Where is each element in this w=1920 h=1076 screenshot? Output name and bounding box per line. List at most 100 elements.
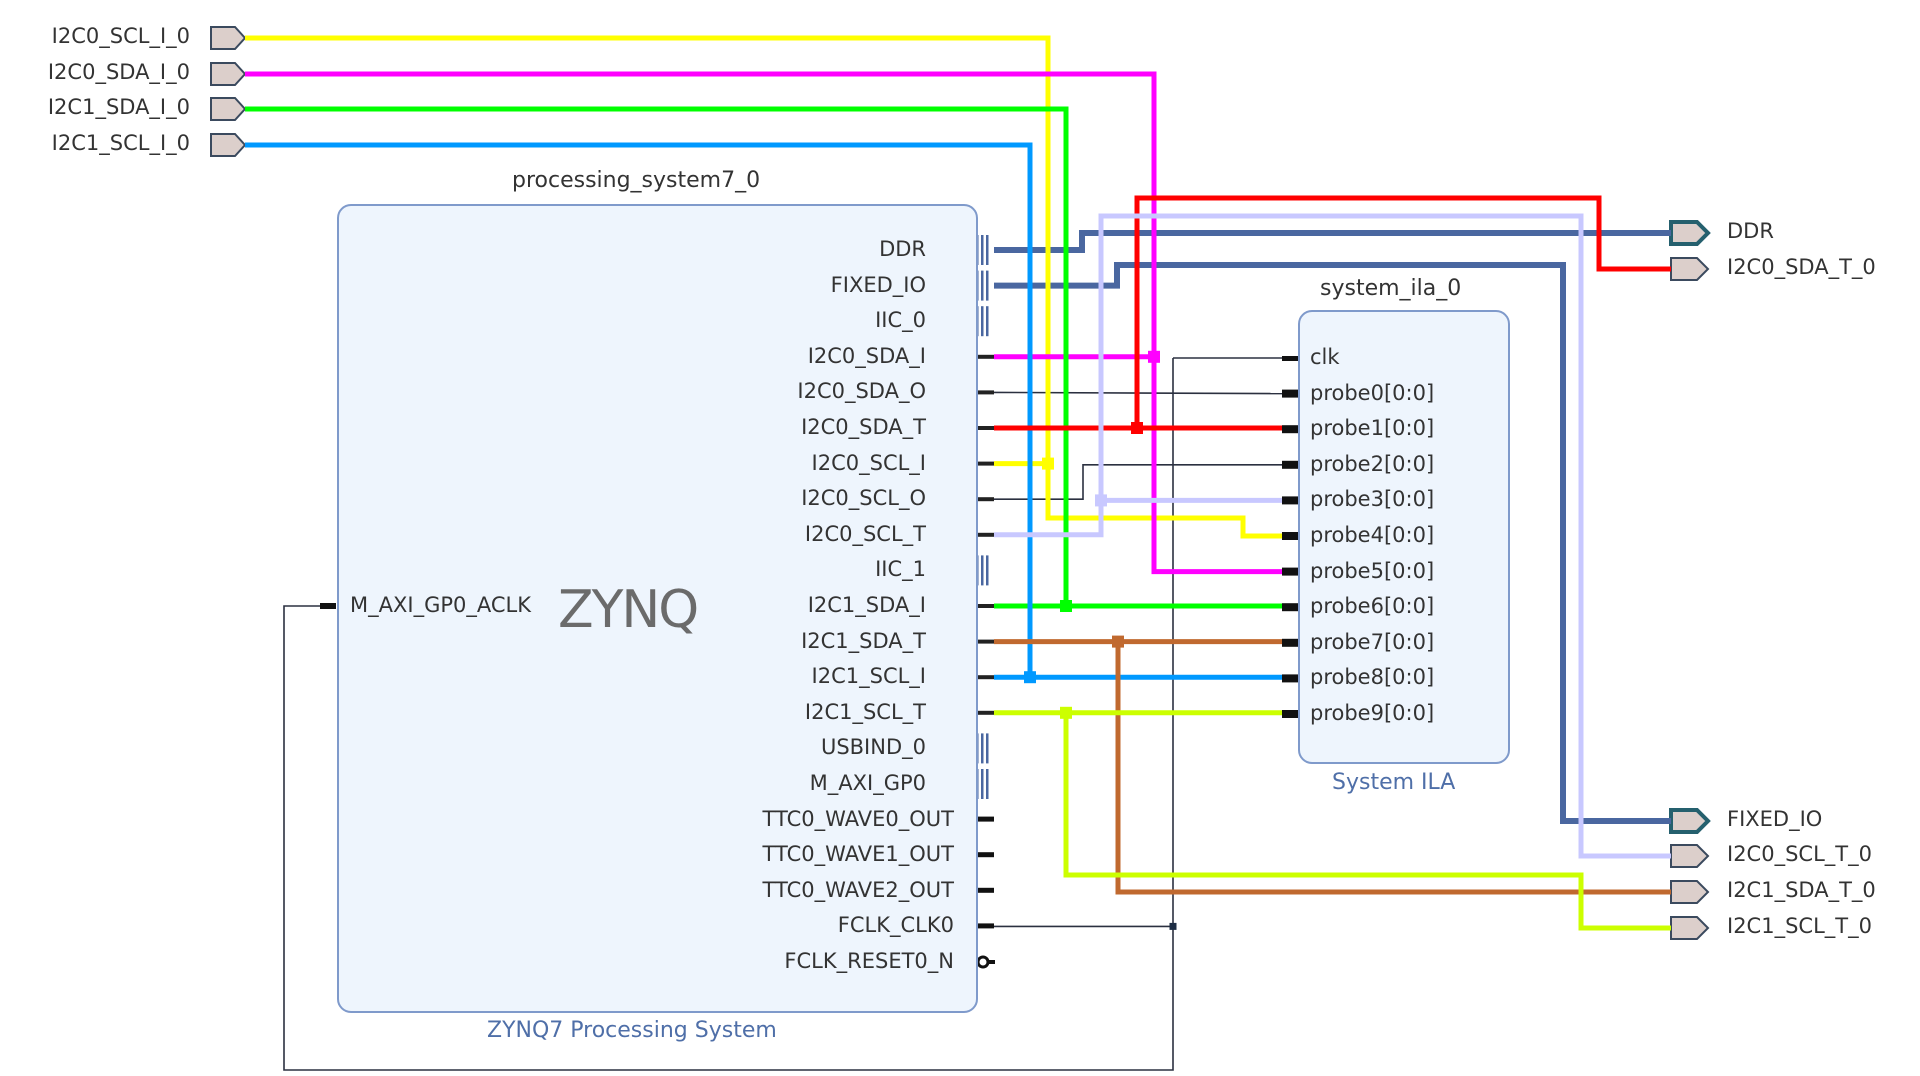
input-port-icon[interactable]: [210, 97, 247, 121]
net-i2c0-scl-t-0[interactable]: [994, 213, 1671, 859]
ps-port-i2c1-scl-i[interactable]: I2C1_SCL_I: [811, 664, 926, 689]
net-junction: [1112, 635, 1124, 648]
ps-port-aclk-stub: [320, 603, 336, 609]
ext-port-ddr[interactable]: DDR: [1727, 219, 1774, 243]
ila-port-probe0[interactable]: probe0[0:0]: [1310, 380, 1435, 405]
ila-port-stub: [1282, 496, 1298, 505]
bus-interface-icon: [981, 769, 984, 799]
ext-port-i2c1-scl-t-0[interactable]: I2C1_SCL_T_0: [1727, 914, 1872, 938]
ps-port-m-axi-gp0-aclk[interactable]: M_AXI_GP0_ACLK: [350, 593, 531, 617]
ext-port-i2c0-scl-i-0[interactable]: I2C0_SCL_I_0: [51, 24, 190, 48]
net-i2c1-sda-i-0[interactable]: [245, 106, 1069, 608]
ila-port-probe1[interactable]: probe1[0:0]: [1310, 416, 1435, 441]
ila-instance-name: system_ila_0: [1320, 276, 1462, 301]
ps-port-usbind-0[interactable]: USBIND_0: [820, 735, 926, 760]
ps-port-i2c0-scl-o[interactable]: I2C0_SCL_O: [801, 486, 926, 511]
ila-port-stub: [1282, 638, 1298, 647]
port-stub: [978, 816, 994, 822]
net-junction: [1131, 422, 1143, 434]
ila-port-probe3[interactable]: probe3[0:0]: [1310, 487, 1435, 512]
ps-port-i2c1-sda-t[interactable]: I2C1_SDA_T: [801, 628, 926, 653]
ps-port-fclk-clk0[interactable]: FCLK_CLK0: [837, 913, 954, 938]
net-junction: [1060, 600, 1072, 612]
net-junction: [1024, 671, 1036, 684]
ps-port-ddr[interactable]: DDR: [879, 237, 926, 261]
ps-instance-name: processing_system7_0: [512, 168, 761, 193]
port-stub: [978, 710, 994, 715]
net-i2c1-scl-i-0[interactable]: [245, 142, 1033, 678]
input-port-icon[interactable]: [210, 133, 247, 157]
ext-port-i2c0-sda-t-0[interactable]: I2C0_SDA_T_0: [1727, 255, 1876, 279]
ila-port-probe7[interactable]: probe7[0:0]: [1310, 629, 1435, 654]
port-stub: [978, 497, 994, 502]
ps-port-i2c0-sda-i[interactable]: I2C0_SDA_I: [807, 343, 926, 368]
input-port-icon[interactable]: [210, 62, 247, 86]
ps-port-i2c0-scl-i[interactable]: I2C0_SCL_I: [811, 450, 926, 475]
ila-port-stub: [1282, 389, 1298, 398]
ila-port-probe8[interactable]: probe8[0:0]: [1310, 665, 1435, 690]
net-junction: [1095, 494, 1107, 507]
net-i2c0-sda-t-0[interactable]: [1134, 195, 1671, 428]
net-i2c0-sda-i-0[interactable]: [245, 71, 1282, 575]
bus-interface-icon: [986, 270, 989, 301]
output-port-icon[interactable]: [1670, 844, 1710, 868]
ps-port-ttc0-wave2-out[interactable]: TTC0_WAVE2_OUT: [762, 877, 954, 902]
port-stub: [978, 390, 994, 395]
port-stub: [978, 852, 994, 858]
output-port-icon[interactable]: [1670, 880, 1710, 904]
zynq-logo: ZYNQ: [558, 580, 699, 640]
interface-output-port-icon[interactable]: [1669, 220, 1711, 246]
ila-port-probe9[interactable]: probe9[0:0]: [1310, 701, 1435, 725]
ila-port-probe6[interactable]: probe6[0:0]: [1310, 594, 1435, 619]
net-ddr[interactable]: [994, 230, 1671, 253]
ps-port-m-axi-gp0[interactable]: M_AXI_GP0: [809, 771, 926, 795]
interface-output-port-icon[interactable]: [1669, 808, 1711, 834]
ila-block[interactable]: [1298, 310, 1510, 764]
ila-port-clk[interactable]: clk: [1310, 345, 1340, 369]
ps-port-i2c0-sda-o[interactable]: I2C0_SDA_O: [797, 379, 926, 404]
bus-interface-icon: [981, 235, 984, 265]
ps-port-fixed-io[interactable]: FIXED_IO: [830, 272, 926, 297]
ps-port-iic-0[interactable]: IIC_0: [875, 308, 926, 333]
port-stub: [978, 639, 994, 644]
bus-interface-icon: [986, 555, 989, 586]
ps-port-i2c1-sda-i[interactable]: I2C1_SDA_I: [807, 593, 926, 617]
net-junction: [1042, 457, 1054, 470]
ps-block[interactable]: [337, 204, 978, 1013]
ext-port-i2c0-scl-t-0[interactable]: I2C0_SCL_T_0: [1727, 842, 1872, 866]
bus-interface-icon: [986, 769, 989, 799]
ps-port-i2c1-scl-t[interactable]: I2C1_SCL_T: [804, 699, 926, 724]
ila-block-type: System ILA: [1332, 770, 1456, 795]
ila-port-probe5[interactable]: probe5[0:0]: [1310, 558, 1435, 583]
ila-port-stub: [1282, 532, 1298, 540]
ps-port-iic-1[interactable]: IIC_1: [875, 557, 926, 582]
net-i2c1-scl-t-0[interactable]: [1063, 712, 1671, 931]
ps-port-fclk-reset0-n[interactable]: FCLK_RESET0_N: [784, 949, 954, 973]
ext-port-i2c0-sda-i-0[interactable]: I2C0_SDA_I_0: [47, 60, 190, 84]
ila-port-probe2[interactable]: probe2[0:0]: [1310, 451, 1435, 476]
port-stub: [978, 604, 994, 608]
ila-port-stub: [1282, 603, 1298, 612]
net-i2c0-scl-o[interactable]: [994, 463, 1282, 501]
net-junction: [1148, 350, 1160, 363]
port-stub: [978, 532, 994, 537]
output-port-icon[interactable]: [1670, 257, 1710, 281]
ps-port-i2c0-scl-t[interactable]: I2C0_SCL_T: [804, 521, 926, 546]
input-port-icon[interactable]: [210, 26, 247, 50]
ila-port-probe4[interactable]: probe4[0:0]: [1310, 523, 1435, 547]
net-i2c1-sda-t-0[interactable]: [1115, 641, 1671, 895]
ps-port-ttc0-wave0-out[interactable]: TTC0_WAVE0_OUT: [762, 806, 954, 831]
ila-port-stub: [1282, 425, 1298, 434]
ext-port-i2c1-sda-i-0[interactable]: I2C1_SDA_I_0: [47, 95, 190, 119]
bus-interface-icon: [981, 555, 984, 586]
ext-port-i2c1-scl-i-0[interactable]: I2C1_SCL_I_0: [51, 131, 190, 155]
ext-port-fixed-io[interactable]: FIXED_IO: [1727, 807, 1823, 831]
port-stub: [978, 354, 994, 359]
ps-port-ttc0-wave1-out[interactable]: TTC0_WAVE1_OUT: [762, 842, 954, 867]
net-clk-trunk[interactable]: [283, 358, 1174, 1071]
net-i2c0-scl-i-0[interactable]: [245, 35, 1282, 539]
ps-port-i2c0-sda-t[interactable]: I2C0_SDA_T: [801, 415, 926, 439]
ext-port-i2c1-sda-t-0[interactable]: I2C1_SDA_T_0: [1727, 878, 1876, 902]
output-port-icon[interactable]: [1670, 916, 1710, 940]
